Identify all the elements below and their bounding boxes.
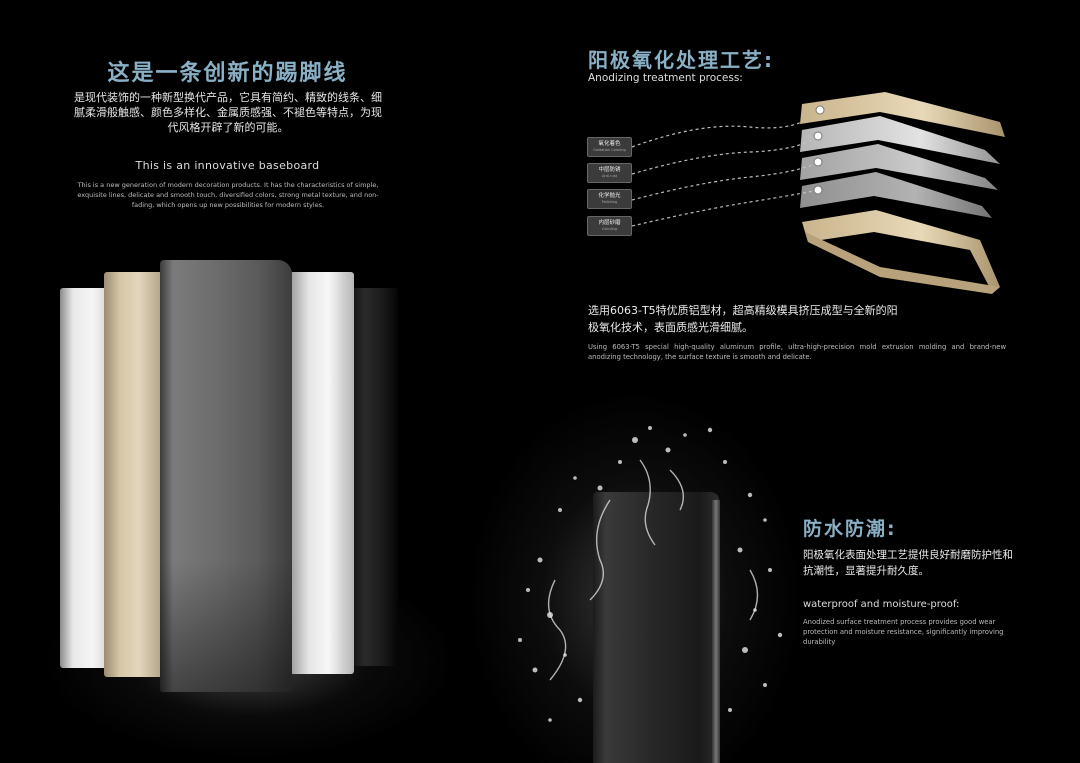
waterproof-title-en: waterproof and moisture-proof: [803,599,960,610]
intro-description-en: This is a new generation of modern decor… [77,181,379,209]
intro-title: 这是一条创新的踢脚线 [107,61,348,86]
anodizing-title-cn: 阳极氧化处理工艺: [588,48,774,72]
anodizing-description-en: Using 6063-T5 special high-quality alumi… [588,343,1006,361]
layer-tag-1: 氧化着色 Oxidation Coloring [587,137,632,157]
connector-line-1 [631,109,819,148]
layer-tag-3-cn: 化学抛光 [598,193,621,199]
layer-base [802,210,1000,292]
connector-line-2 [631,135,819,175]
layer-polishing [800,144,998,190]
waterproof-description-cn: 阳极氧化表面处理工艺提供良好耐磨防护性和抗潮性，显著提升耐久度。 [803,549,1013,577]
waterproof-baseboard-edge [712,500,720,763]
layer-tag-2-en: Anti-rust [601,174,618,178]
marker-dot-2 [813,131,823,141]
layer-oxidation-coloring [800,92,1005,137]
baseboard-gold [104,272,168,677]
layer-tag-3-en: Polishing [601,200,618,204]
layer-grinding [800,172,992,218]
baseboard-white-right [290,272,354,674]
connector-line-4 [631,189,819,227]
water-droplets [518,426,783,722]
intro-description-cn: 是现代装饰的一种新型换代产品，它具有简约、精致的线条、细腻柔滑般触感、颜色多样化… [74,91,382,134]
anodizing-layers-diagram [631,92,1005,294]
layer-anti-rust [800,116,1000,164]
baseboard-gray-shadow [160,560,292,692]
marker-dot-3 [813,157,823,167]
layer-tag-1-cn: 氧化着色 [598,141,621,147]
waterproof-description-en: Anodized surface treatment process provi… [803,618,1004,646]
layer-tag-2: 中层防锈 Anti-rust [587,163,632,183]
baseboard-gray [160,260,292,692]
baseboard-black [348,288,398,666]
waterproof-title-cn: 防水防潮: [803,518,897,540]
layer-tag-3: 化学抛光 Polishing [587,189,632,209]
waterproof-baseboard [593,492,719,763]
intro-subtitle-en: This is an innovative baseboard [135,159,320,172]
layer-tag-4-en: Grinding [602,227,617,231]
connector-line-3 [631,161,819,201]
layer-tag-4: 内层砂磨 Grinding [587,216,632,236]
marker-dot-4 [813,185,823,195]
layer-base-face [805,232,1000,294]
layer-tag-2-cn: 中层防锈 [598,167,621,173]
layer-tag-1-en: Oxidation Coloring [593,148,626,152]
anodizing-description-cn: 选用6063-T5特优质铝型材，超高精级模具挤压成型与全新的阳极氧化技术，表面质… [588,304,898,334]
layer-tag-4-cn: 内层砂磨 [598,220,621,226]
marker-dot-1 [815,105,825,115]
anodizing-title-en: Anodizing treatment process: [588,72,743,84]
